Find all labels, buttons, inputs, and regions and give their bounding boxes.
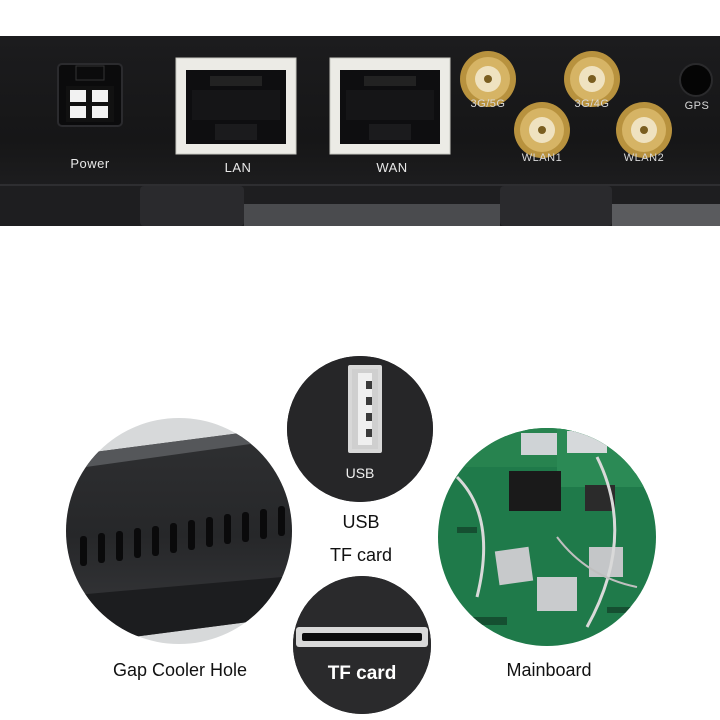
- cooler-hole-photo: [64, 416, 294, 646]
- antenna-label-3g5g: 3G/5G: [470, 98, 506, 110]
- power-label: Power: [70, 156, 110, 171]
- mainboard-photo: [437, 427, 657, 647]
- usb-port-photo: USB: [286, 355, 434, 503]
- lan-port: [175, 57, 297, 155]
- mainboard-caption: Mainboard: [506, 660, 592, 680]
- usb-caption: USB: [342, 512, 380, 532]
- tf-inset-label: TF card: [327, 663, 397, 684]
- antenna-connector-3g5g: [460, 51, 516, 107]
- router-panel-graphic: [0, 51, 720, 226]
- gps-label: GPS: [684, 100, 710, 112]
- antenna-label-3g4g: 3G/4G: [574, 98, 610, 110]
- antenna-connector-wlan2: [616, 102, 672, 158]
- antenna-connector-wlan1: [514, 102, 570, 158]
- gps-port: [679, 63, 713, 97]
- router-panel-photo: Power LAN WAN 3G/5G 3G/4G WLAN1 WLAN2 GP…: [0, 36, 720, 226]
- antenna-connector-3g4g: [564, 51, 620, 107]
- lan-label: LAN: [224, 160, 252, 175]
- usb-inset-label: USB: [345, 465, 375, 481]
- antenna-label-wlan2: WLAN2: [623, 152, 665, 164]
- tf-card-slot-photo: TF card: [292, 575, 432, 715]
- tf-card-caption: TF card: [329, 545, 392, 565]
- cooler-hole-caption: Gap Cooler Hole: [112, 660, 248, 680]
- wan-label: WAN: [376, 160, 408, 175]
- wan-port: [329, 57, 451, 155]
- antenna-label-wlan1: WLAN1: [521, 152, 563, 164]
- power-port: [57, 63, 123, 127]
